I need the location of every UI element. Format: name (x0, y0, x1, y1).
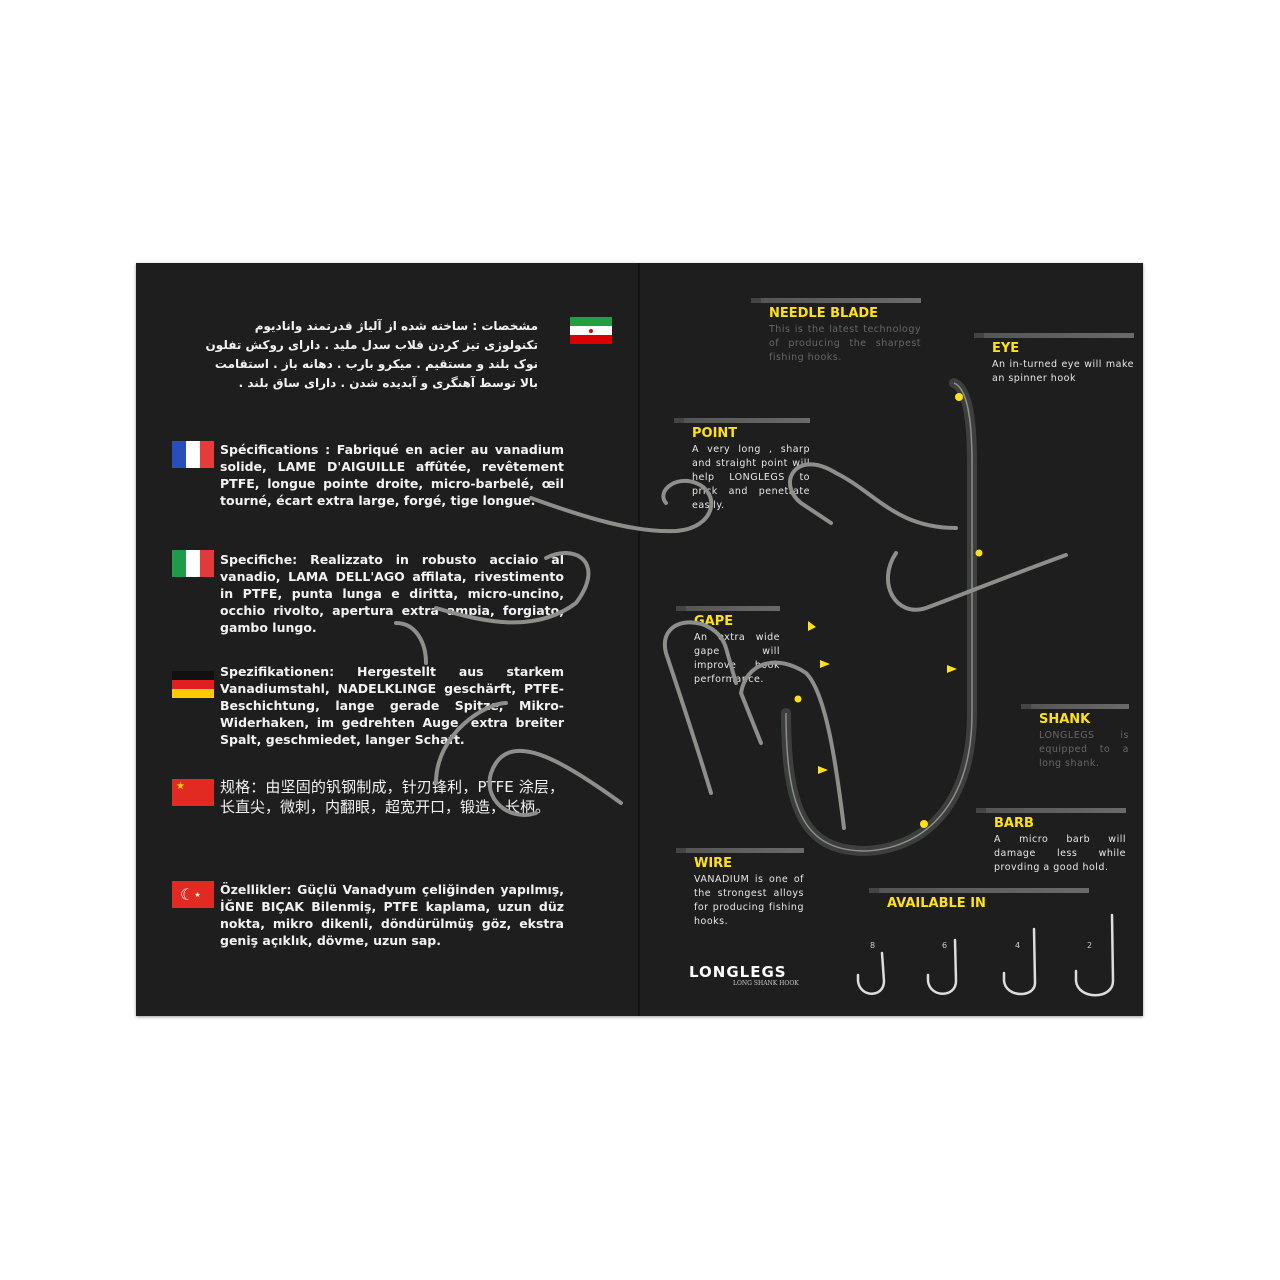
size-label: 6 (942, 941, 948, 950)
france-flag (172, 441, 214, 468)
size-label: 4 (1015, 941, 1021, 950)
iran-flag (570, 317, 612, 344)
feature-title: WIRE (694, 856, 733, 871)
brand-tagline: LONG SHANK HOOK (733, 980, 799, 987)
feature-text: A very long , sharp and straight point w… (692, 444, 810, 511)
size-hooks (856, 913, 1115, 997)
feature-point: POINT A very long , sharp and straight po… (674, 418, 810, 513)
feature-text: A micro barb will damage less while prov… (994, 834, 1126, 873)
germany-flag (172, 671, 214, 698)
feature-wire: WIRE VANADIUM is one of the strongest all… (676, 848, 804, 929)
feature-barb: BARB A micro barb will damage less while … (976, 808, 1126, 875)
available-title: AVAILABLE IN (887, 896, 986, 911)
card-fold (638, 263, 640, 1016)
feature-title: SHANK (1039, 712, 1091, 727)
hook (738, 660, 846, 830)
hook (885, 551, 1068, 612)
feature-text: VANADIUM is one of the strongest alloys … (694, 874, 804, 927)
hook (434, 551, 591, 625)
hook (434, 701, 508, 785)
spec-german: Spezifikationen: Hergestellt aus starkem… (220, 664, 564, 747)
feature-text: An in-turned eye will make an spinner ho… (992, 359, 1134, 384)
spec-french: Spécifications : Fabriqué en acier au va… (220, 442, 564, 508)
hook-diagram (781, 378, 983, 857)
hook (662, 620, 738, 795)
hook (529, 479, 714, 534)
feature-title: NEEDLE BLADE (769, 306, 879, 321)
hook (487, 748, 623, 817)
spec-italian: Specifiche: Realizzato in robusto acciai… (220, 552, 564, 635)
turkey-flag: ☾★ (172, 881, 214, 908)
size-label: 2 (1087, 941, 1093, 950)
brand-logo: LONGLEGS (689, 963, 787, 981)
feature-title: BARB (994, 816, 1034, 831)
diagram-markers (794, 393, 983, 828)
feature-needle-blade: NEEDLE BLADE This is the latest technolog… (751, 298, 921, 365)
spec-persian: مشخصات : ساخته شده از آلیاژ قدرتمند وانا… (205, 319, 538, 390)
feature-title: EYE (992, 341, 1020, 356)
china-flag: ★ (172, 779, 214, 806)
spec-chinese: 规格：由坚固的钒钢制成，针刃锋利，PTFE 涂层，长直尖，微刺，内翻眼，超宽开口… (220, 778, 564, 816)
italy-flag (172, 550, 214, 577)
feature-shank: SHANK LONGLEGS is equipped to a long shan… (1021, 704, 1129, 771)
feature-title: POINT (692, 426, 738, 441)
hook (788, 462, 958, 530)
available-in: AVAILABLE IN (869, 888, 1089, 913)
feature-eye: EYE An in-turned eye will make an spinner… (974, 333, 1134, 386)
feature-text: An extra wide gape will improve hook per… (694, 632, 780, 685)
product-card: ★ ☾★ مشخصات : ساخته شده از آلیاژ قدرتمند… (136, 263, 1143, 1016)
spec-turkish: Özellikler: Güçlü Vanadyum çeliğinden ya… (220, 882, 564, 948)
hook (394, 621, 428, 665)
feature-text: LONGLEGS is equipped to a long shank. (1039, 730, 1129, 769)
feature-text: This is the latest technology of produci… (769, 324, 921, 363)
loose-hooks (394, 462, 1068, 830)
size-label: 8 (870, 941, 876, 950)
